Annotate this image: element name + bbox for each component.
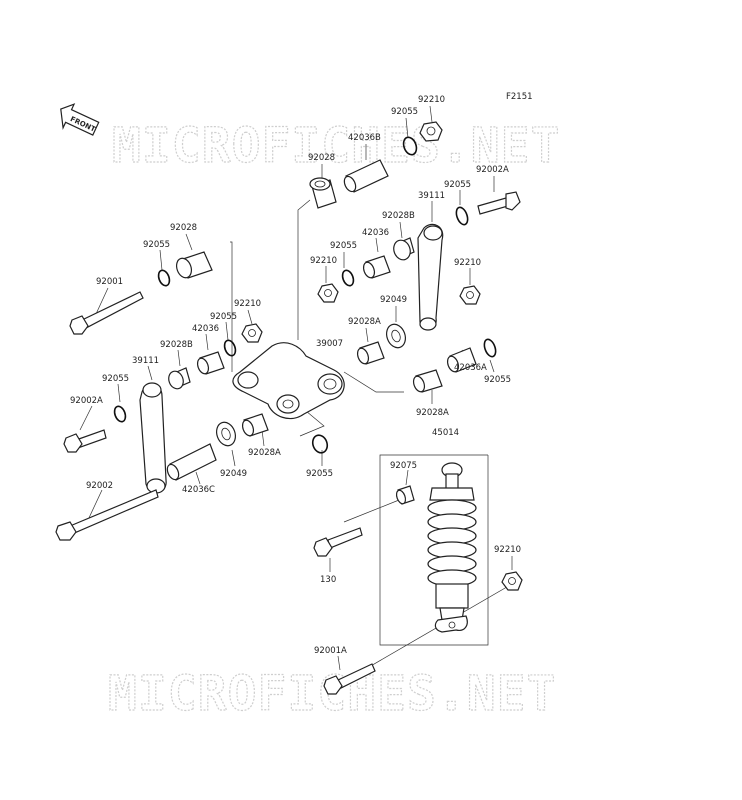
label-92001a: 92001A (314, 646, 347, 656)
label-92049-left: 92049 (220, 469, 247, 479)
label-42036-left: 42036 (192, 324, 219, 334)
oring-92055-left3 (113, 405, 127, 423)
nut-92210-left (241, 323, 263, 343)
label-92002a-left: 92002A (70, 396, 103, 406)
nut-92210-right2 (459, 285, 481, 305)
oring-92055-left1 (157, 269, 171, 287)
bushing-92028-left (175, 251, 213, 279)
shock-spring (427, 499, 477, 587)
oring-92055-right3 (483, 338, 497, 358)
label-92210-shock: 92210 (494, 545, 521, 555)
collar-42036-left (196, 351, 225, 375)
part-labels: 92210 92055 42036B 92028 92002A 92055 39… (70, 95, 521, 656)
collar-42036c (166, 443, 217, 481)
nut-92210-right1 (317, 283, 339, 303)
label-92028b-right: 92028B (382, 211, 415, 221)
collar-42036a (446, 347, 477, 373)
nut-92210-shock (501, 571, 523, 591)
collar-92075 (395, 485, 415, 505)
bolt-92001 (69, 291, 144, 335)
front-arrow-icon: FRONT (60, 103, 100, 136)
oring-92055-right1 (455, 206, 469, 226)
bushing-92028a-right1 (356, 341, 385, 365)
rocker-arm-39007 (232, 342, 345, 419)
label-42036c: 42036C (182, 485, 215, 495)
label-45014: 45014 (432, 428, 459, 438)
label-92028a-right1: 92028A (348, 317, 381, 327)
bushing-92028a-right2 (412, 369, 443, 393)
label-92055-right2: 92055 (330, 241, 357, 251)
label-92210-left: 92210 (234, 299, 261, 309)
label-92055-center: 92055 (306, 469, 333, 479)
label-92055-right1: 92055 (444, 180, 471, 190)
label-92028a-center: 92028A (248, 448, 281, 458)
label-92055-left3: 92055 (102, 374, 129, 384)
collar-42036b (343, 159, 389, 193)
figure-code: F2151 (506, 92, 533, 102)
link-39111-left (139, 382, 167, 494)
label-92028a-right2: 92028A (416, 408, 449, 418)
bolt-92002a-right (477, 191, 521, 215)
label-130: 130 (320, 575, 336, 585)
leader-lines (79, 105, 513, 679)
watermark-top: MICROFICHES.NET (112, 118, 560, 174)
shock-absorber-45014 (427, 462, 477, 633)
oring-92055-top (402, 136, 418, 156)
label-92210-top: 92210 (418, 95, 445, 105)
oring-92055-right2 (341, 269, 355, 287)
bolt-92002 (55, 489, 159, 541)
label-42036b: 42036B (348, 133, 381, 143)
label-42036-right: 42036 (362, 228, 389, 238)
label-92075: 92075 (390, 461, 417, 471)
link-39111-right (417, 223, 444, 331)
label-92055-right3: 92055 (484, 375, 511, 385)
bushing-92028b-left (168, 367, 191, 390)
oring-92055-center (311, 434, 329, 454)
label-92028-top: 92028 (308, 153, 335, 163)
label-92210-right1: 92210 (310, 256, 337, 266)
bolt-92001a (323, 663, 376, 695)
bolt-130 (313, 527, 363, 557)
washer-92049-left (215, 421, 237, 447)
label-92055-left1: 92055 (143, 240, 170, 250)
bushing-92028-top (309, 177, 337, 209)
label-92210-right2: 92210 (454, 258, 481, 268)
oring-92055-left2 (223, 339, 237, 357)
collar-42036-right (362, 255, 391, 279)
label-42036a: 42036A (454, 363, 487, 373)
bolt-92002a-left (63, 429, 107, 453)
bushing-92028a-center (241, 413, 269, 437)
label-39111-right: 39111 (418, 191, 445, 201)
label-92049-right: 92049 (380, 295, 407, 305)
nut-92210-top (419, 121, 443, 142)
bushing-92028b-right (393, 237, 415, 261)
label-92028-left: 92028 (170, 223, 197, 233)
washer-92049-right (385, 323, 407, 349)
label-39111-left: 39111 (132, 356, 159, 366)
label-92002: 92002 (86, 481, 113, 491)
label-92002a-right: 92002A (476, 165, 509, 175)
label-92055-top: 92055 (391, 107, 418, 117)
label-92028b-left: 92028B (160, 340, 193, 350)
label-92001: 92001 (96, 277, 123, 287)
label-92055-left2: 92055 (210, 312, 237, 322)
label-39007: 39007 (316, 339, 343, 349)
